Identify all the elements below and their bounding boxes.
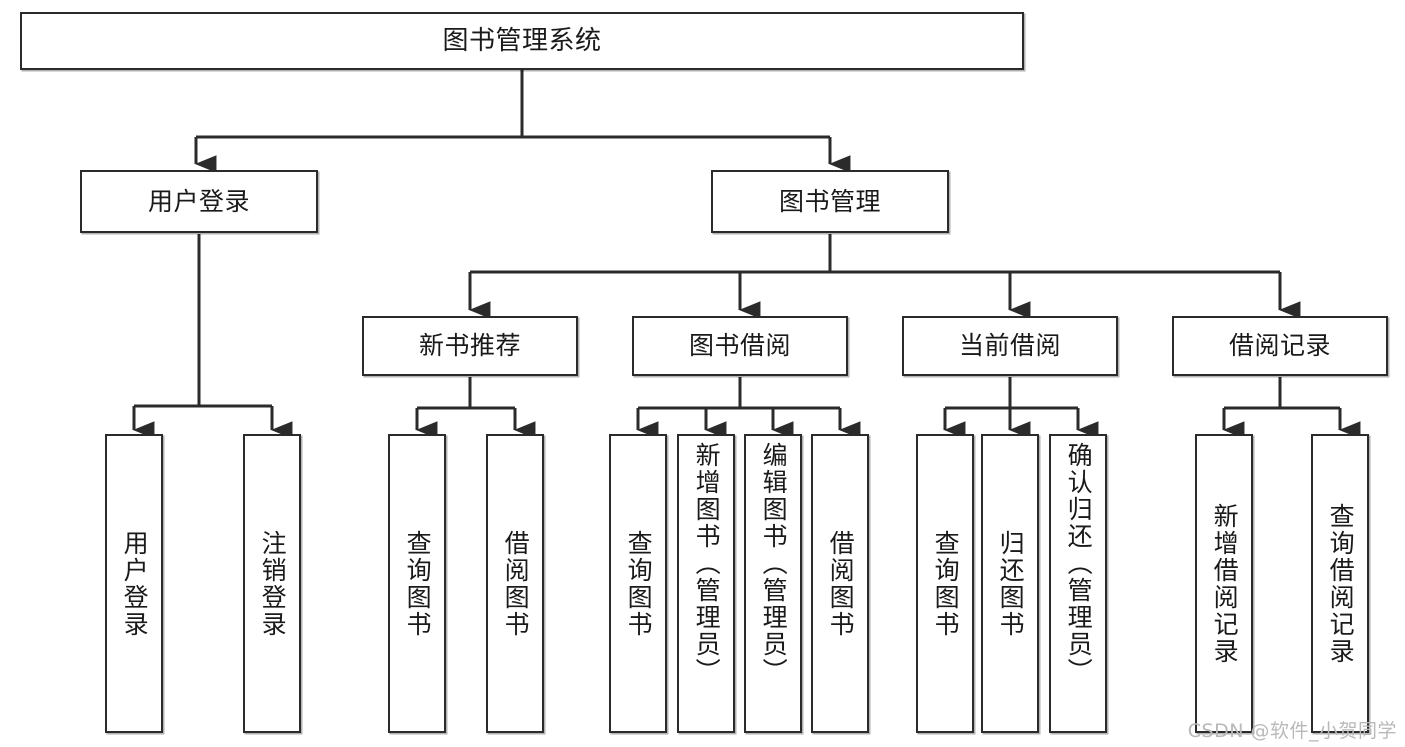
node-leaf-user-login[interactable]: 用户登录 xyxy=(105,434,163,733)
node-leaf-borrow-book-2[interactable]: 借阅图书 xyxy=(811,434,869,733)
csdn-watermark: CSDN @软件_小贺同学 xyxy=(1187,720,1397,742)
node-leaf-logout-login[interactable]: 注销登录 xyxy=(243,434,301,733)
node-leaf-confirm-return-label: 确认归还（管理员） xyxy=(1064,442,1094,685)
node-user-login-label: 用户登录 xyxy=(147,186,250,216)
node-new-book-recommend[interactable]: 新书推荐 xyxy=(362,316,578,376)
node-leaf-borrow-book-1[interactable]: 借阅图书 xyxy=(486,434,544,733)
node-root-label: 图书管理系统 xyxy=(442,25,602,56)
node-leaf-edit-book-label: 编辑图书（管理员） xyxy=(759,442,789,685)
node-leaf-borrow-book-2-label: 借阅图书 xyxy=(826,529,856,638)
node-leaf-confirm-return[interactable]: 确认归还（管理员） xyxy=(1049,434,1107,733)
node-leaf-borrow-book-1-label: 借阅图书 xyxy=(501,529,531,638)
node-book-borrow-label: 图书借阅 xyxy=(688,331,791,361)
node-current-borrow[interactable]: 当前借阅 xyxy=(902,316,1118,376)
node-book-management[interactable]: 图书管理 xyxy=(711,170,949,233)
node-leaf-user-login-label: 用户登录 xyxy=(120,529,150,638)
node-leaf-add-record-label: 新增借阅记录 xyxy=(1210,502,1240,665)
node-leaf-query-book-1[interactable]: 查询图书 xyxy=(388,434,446,733)
node-root[interactable]: 图书管理系统 xyxy=(20,12,1024,70)
node-book-borrow[interactable]: 图书借阅 xyxy=(632,316,848,376)
node-leaf-query-book-3-label: 查询图书 xyxy=(931,529,961,638)
node-leaf-return-book-label: 归还图书 xyxy=(996,529,1026,638)
node-leaf-add-book-label: 新增图书（管理员） xyxy=(692,442,722,685)
node-leaf-logout-login-label: 注销登录 xyxy=(258,529,288,638)
node-leaf-return-book[interactable]: 归还图书 xyxy=(981,434,1039,733)
node-user-login[interactable]: 用户登录 xyxy=(80,170,318,233)
node-leaf-add-record[interactable]: 新增借阅记录 xyxy=(1195,434,1253,733)
node-leaf-edit-book[interactable]: 编辑图书（管理员） xyxy=(744,434,802,733)
node-leaf-query-record-label: 查询借阅记录 xyxy=(1326,502,1356,665)
node-borrow-record-label: 借阅记录 xyxy=(1228,331,1331,361)
node-leaf-query-book-1-label: 查询图书 xyxy=(403,529,433,638)
node-leaf-query-book-3[interactable]: 查询图书 xyxy=(916,434,974,733)
node-new-book-recommend-label: 新书推荐 xyxy=(418,331,521,361)
node-current-borrow-label: 当前借阅 xyxy=(958,331,1061,361)
node-leaf-add-book[interactable]: 新增图书（管理员） xyxy=(677,434,735,733)
node-book-management-label: 图书管理 xyxy=(778,186,881,216)
node-leaf-query-book-2-label: 查询图书 xyxy=(624,529,654,638)
node-leaf-query-book-2[interactable]: 查询图书 xyxy=(609,434,667,733)
node-leaf-query-record[interactable]: 查询借阅记录 xyxy=(1311,434,1369,733)
node-borrow-record[interactable]: 借阅记录 xyxy=(1172,316,1388,376)
